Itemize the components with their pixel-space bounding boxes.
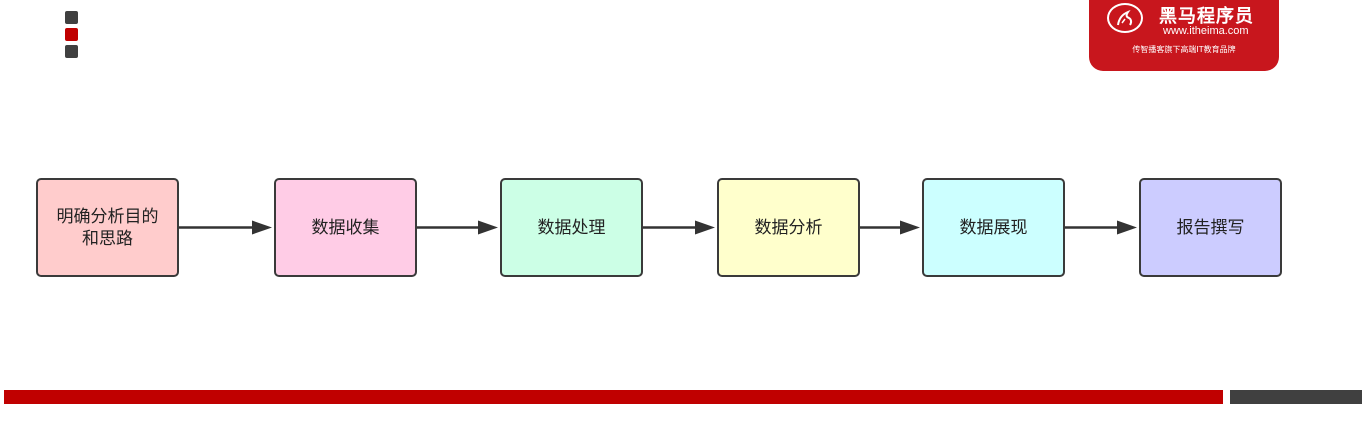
brand-url: www.itheima.com xyxy=(1163,25,1249,37)
flow-node-processing: 数据处理 xyxy=(500,178,643,277)
nav-marker-2 xyxy=(65,28,78,41)
footer-bar-red xyxy=(4,390,1223,404)
flow-arrow-head-icon xyxy=(695,220,715,235)
nav-marker-3 xyxy=(65,45,78,58)
flow-node-collection: 数据收集 xyxy=(274,178,417,277)
nav-marker-1 xyxy=(65,11,78,24)
brand-slogan: 传智播客旗下高端IT教育品牌 xyxy=(1132,45,1236,54)
flow-node-analysis: 数据分析 xyxy=(717,178,860,277)
flow-node-label: 数据展现 xyxy=(959,217,1028,238)
footer-bar-gray xyxy=(1230,390,1362,404)
brand-logo: 黑马程序员 www.itheima.com 传智播客旗下高端IT教育品牌 xyxy=(1089,0,1279,71)
flow-node-label: 数据分析 xyxy=(754,217,823,238)
flow-arrow-head-icon xyxy=(900,220,920,235)
flow-node-label: 明确分析目的 和思路 xyxy=(56,206,159,249)
flow-arrow-head-icon xyxy=(252,220,272,235)
flow-arrow-head-icon xyxy=(1117,220,1137,235)
flow-node-label: 数据处理 xyxy=(537,217,606,238)
flow-node-goal: 明确分析目的 和思路 xyxy=(36,178,179,277)
flow-node-report: 报告撰写 xyxy=(1139,178,1282,277)
horse-logo-icon xyxy=(1107,3,1143,33)
flow-node-label: 报告撰写 xyxy=(1176,217,1245,238)
flow-node-label: 数据收集 xyxy=(311,217,380,238)
brand-name: 黑马程序员 xyxy=(1159,6,1254,27)
flow-arrow-head-icon xyxy=(478,220,498,235)
flow-node-presentation: 数据展现 xyxy=(922,178,1065,277)
